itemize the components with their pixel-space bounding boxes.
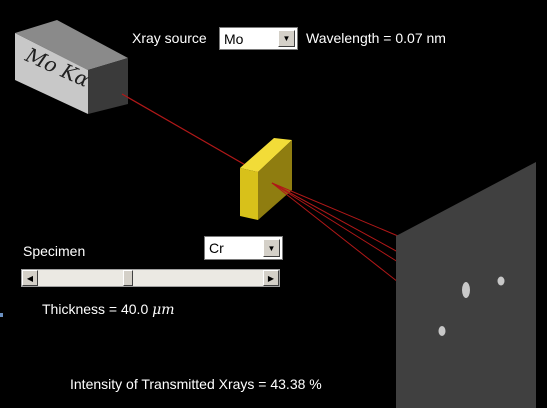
thickness-readout: Thickness = 40.0 μm — [42, 301, 175, 318]
page-edge-mark — [0, 313, 3, 317]
specimen-select[interactable]: Cr ▼ — [204, 236, 283, 260]
specimen-label: Specimen — [23, 243, 86, 259]
thickness-unit: μm — [152, 302, 175, 318]
arrow-left-icon[interactable]: ◀ — [22, 270, 38, 286]
thickness-slider-thumb[interactable] — [123, 270, 133, 286]
specimen-plate — [240, 138, 292, 220]
specimen-value: Cr — [209, 240, 224, 256]
thickness-slider-track[interactable] — [38, 270, 263, 286]
chevron-down-icon[interactable]: ▼ — [278, 30, 295, 47]
incident-beam — [121, 93, 269, 179]
tube-side-face — [88, 58, 128, 114]
tube-front-face — [15, 33, 88, 114]
diffraction-spots — [438, 276, 505, 336]
specimen-front-face — [240, 168, 258, 220]
diffracted-beams — [271, 182, 399, 283]
intensity-readout: Intensity of Transmitted Xrays = 43.38 % — [70, 376, 322, 392]
xray-source-label: Xray source — [132, 30, 207, 46]
specimen-top-face — [240, 138, 292, 172]
xray-tube: Mo Kα — [15, 20, 128, 114]
arrow-right-icon[interactable]: ▶ — [263, 270, 279, 286]
xray-source-value: Mo — [224, 30, 244, 47]
thickness-slider[interactable]: ◀ ▶ — [21, 269, 280, 287]
xray-source-select[interactable]: Mo ▼ — [219, 27, 298, 50]
chevron-down-icon[interactable]: ▼ — [263, 239, 280, 257]
specimen-side-face — [258, 140, 292, 220]
wavelength-readout: Wavelength = 0.07 nm — [306, 30, 446, 46]
thickness-value: Thickness = 40.0 — [42, 301, 149, 317]
tube-top-face — [15, 20, 128, 70]
